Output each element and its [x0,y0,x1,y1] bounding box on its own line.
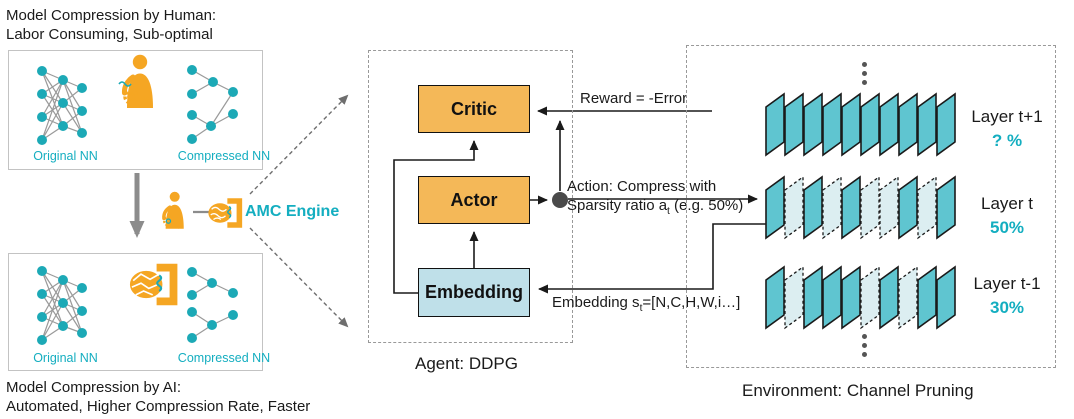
coil-icon [227,205,232,219]
pruned-channel-card [879,175,899,240]
engineer-small-icon [162,191,184,229]
channel-card [841,265,861,330]
channel-card [841,92,861,157]
layer-ratio: 50% [989,218,1025,237]
layer-label-t-minus-1: Layer t-1 30% [952,272,1062,320]
action-node-dot [552,192,568,208]
channel-card [879,92,899,157]
channel-card [765,175,785,240]
layer-name: Layer t+1 [971,107,1043,126]
actor-box: Actor [418,176,530,224]
pruned-channel-card [822,175,842,240]
caption-human-line1: Model Compression by Human: [6,7,217,24]
original-nn-graph-1 [37,66,87,145]
critic-box: Critic [418,85,530,133]
brain-icon [129,263,178,306]
layer-stack-t-minus-1 [764,263,970,333]
embedding-to-critic-arrow [393,140,479,294]
channel-card [936,175,956,240]
pruned-channel-card [860,265,880,330]
action-label-line2: Sparsity ratio at (e.g. 50%) [567,197,744,217]
agent-caption: Agent: DDPG [415,354,518,373]
human-compression-box [8,50,263,170]
channel-card [898,92,918,157]
engine-expand-lower-arrow [249,227,349,328]
channel-card [803,265,823,330]
action-label-line1: Action: Compress with [567,178,717,195]
channel-card [936,92,956,157]
layer-label-t: Layer t 50% [952,192,1062,240]
channel-card [841,175,861,240]
reward-label: Reward = -Error [580,90,688,107]
environment-frame [686,45,1056,368]
embedding-box: Embedding [418,268,530,317]
original-nn-label-2: Original NN [33,351,98,365]
channel-card [898,175,918,240]
embedding-label: Embedding [425,282,523,302]
pruned-channel-card [917,175,937,240]
caption-human-compression: Model Compression by Human: Labor Consum… [6,6,216,44]
critic-label: Critic [450,98,497,119]
caption-human-line2: Labor Consuming, Sub-optimal [6,26,213,43]
pruned-channel-card [784,175,804,240]
gear-icon [174,220,183,229]
channel-card [879,265,899,330]
pruned-channel-card [898,265,918,330]
state-label: Embedding st=[N,C,H,W,i…] [552,294,741,314]
caption-ai-line1: Model Compression by AI: [6,379,182,396]
compressed-nn-graph-1 [187,65,238,144]
pruned-channel-card [784,265,804,330]
ellipsis-dots-bottom [862,334,867,357]
ellipsis-dots-top [862,62,867,85]
layer-ratio: 30% [989,298,1025,317]
actor-label: Actor [450,189,498,210]
channel-card [936,265,956,330]
amc-engine-label: AMC Engine [245,203,340,220]
compressed-nn-label-1: Compressed NN [177,149,271,163]
channel-card [803,175,823,240]
channel-card [822,92,842,157]
caption-ai-line2: Automated, Higher Compression Rate, Fast… [6,398,311,415]
channel-card [765,92,785,157]
state-to-embedding-arrow [538,223,766,294]
original-nn-graph-2 [37,266,87,345]
compressed-nn-graph-2 [187,267,238,343]
gear-icon [139,96,151,108]
layer-name: Layer t-1 [973,274,1041,293]
coil-icon [156,274,163,292]
environment-caption: Environment: Channel Pruning [742,381,974,400]
amc-engine-icon [208,198,243,228]
pruned-channel-card [860,175,880,240]
layer-label-t-plus-1: Layer t+1 ? % [952,105,1062,153]
engine-expand-upper-arrow [249,94,349,195]
channel-card [860,92,880,157]
caption-ai-compression: Model Compression by AI: Automated, High… [6,378,310,416]
layer-name: Layer t [981,194,1033,213]
gear-icon [123,89,139,105]
engineer-icon [118,54,153,108]
action-label: Action: Compress with Sparsity ratio at … [567,177,743,221]
channel-card [784,92,804,157]
layer-stack-t-plus-1 [764,90,970,160]
agent-frame [368,50,573,343]
channel-card [822,265,842,330]
original-nn-label-1: Original NN [33,149,98,163]
channel-card [765,265,785,330]
layer-stack-t [764,173,970,243]
channel-card [917,265,937,330]
channel-card [803,92,823,157]
layer-ratio: ? % [991,131,1023,150]
channel-card [917,92,937,157]
compressed-nn-label-2: Compressed NN [177,351,271,365]
